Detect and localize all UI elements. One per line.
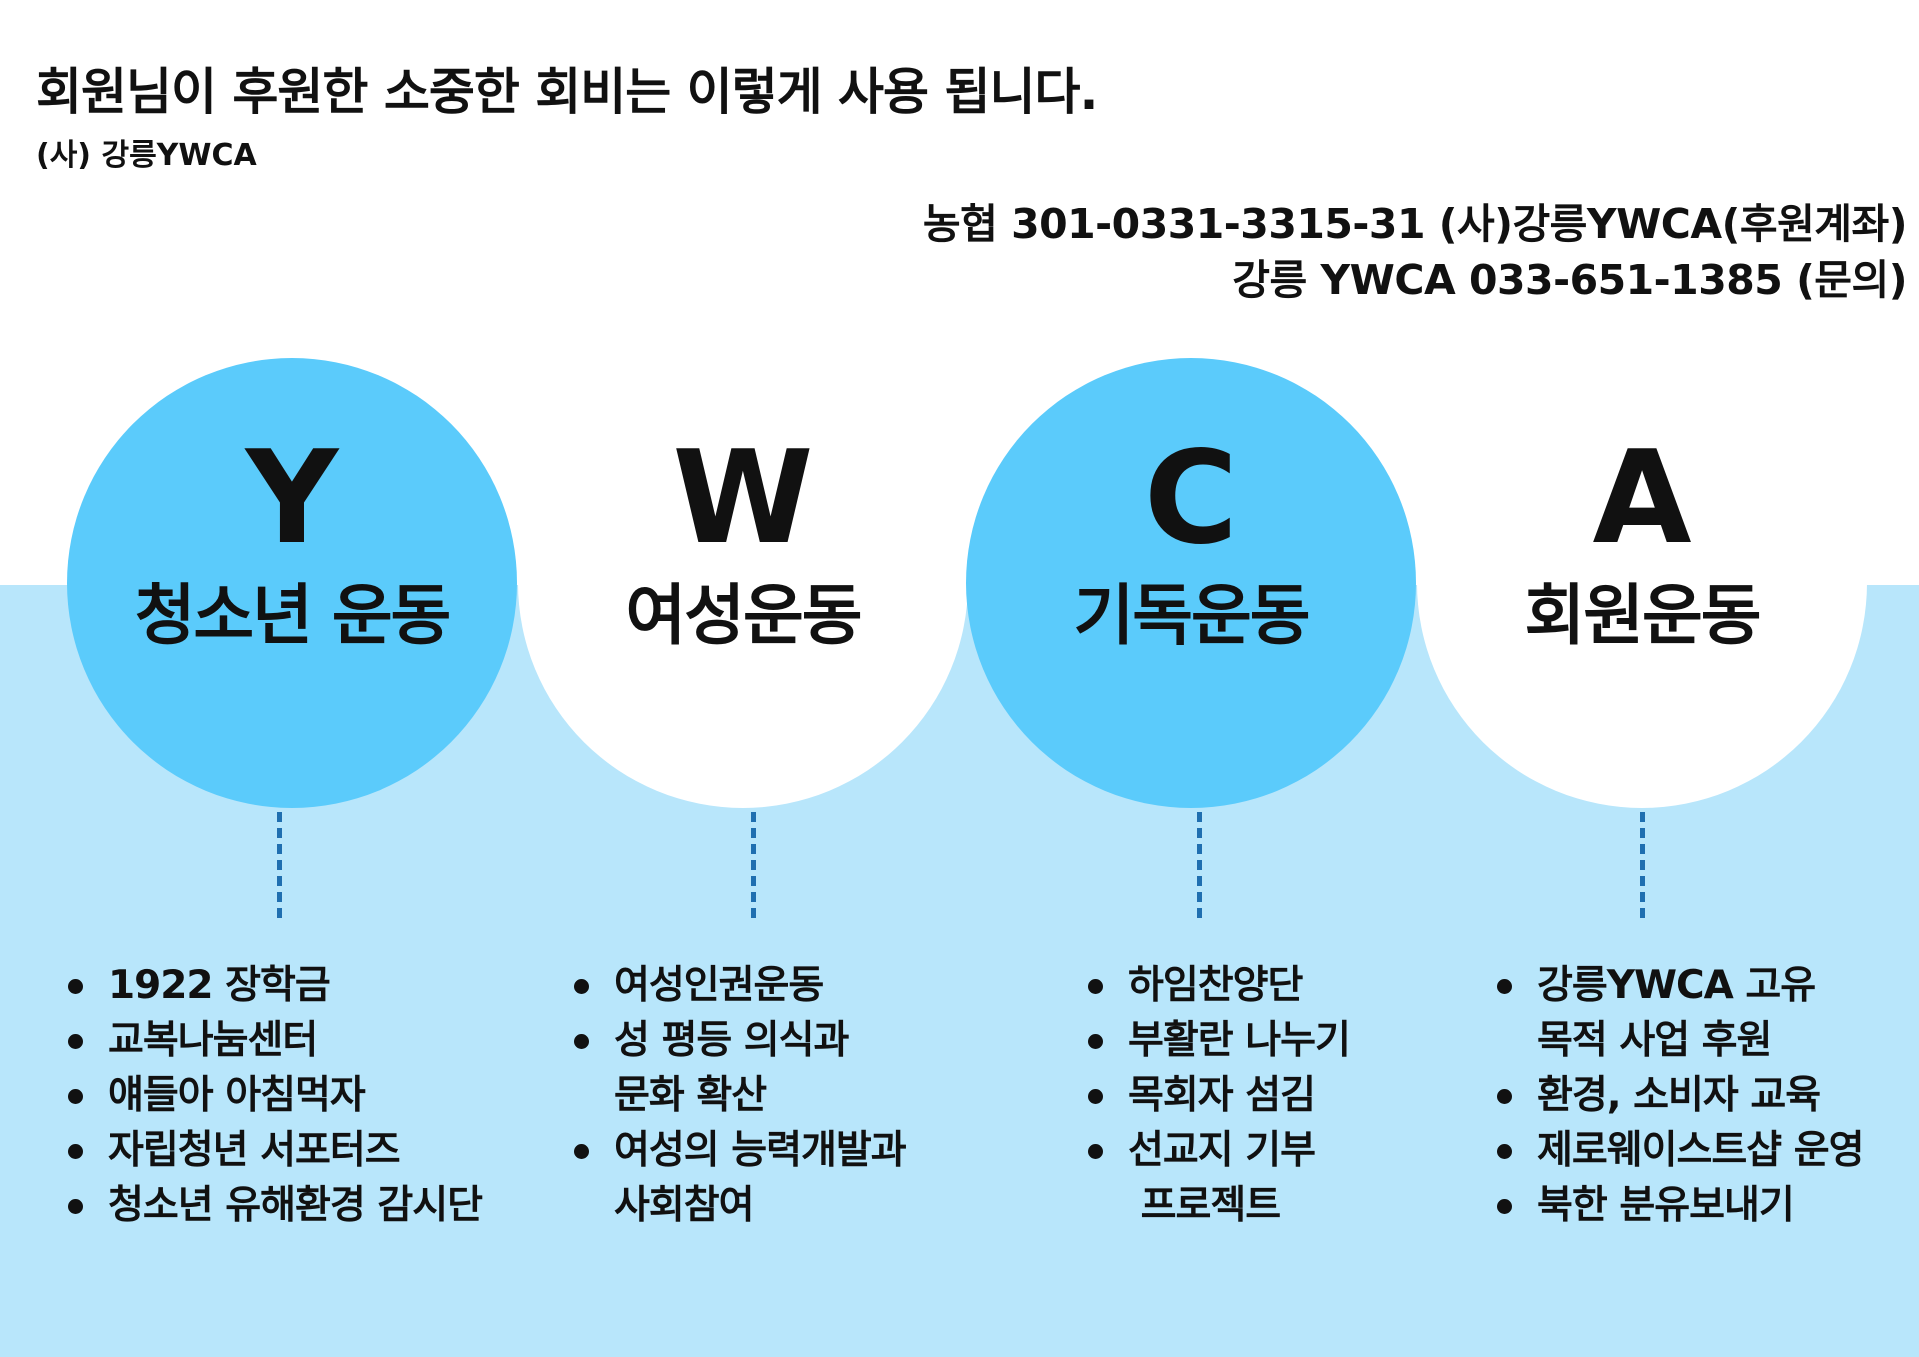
connector-dash-member: [1640, 812, 1645, 918]
phone-inquiry-line: 강릉 YWCA 033-651-1385 (문의): [1232, 256, 1907, 304]
label-youth-movement: 청소년 운동: [134, 577, 452, 654]
connector-dash-christian: [1197, 812, 1202, 918]
list-item: 성 평등 의식과: [566, 1013, 906, 1068]
list-item: 자립청년 서포터즈: [60, 1123, 482, 1178]
letter-w: W: [672, 424, 814, 573]
organization-name: (사) 강릉YWCA: [36, 138, 257, 173]
circle-youth-movement: Y 청소년 운동: [67, 358, 517, 808]
label-member-movement: 회원운동: [1524, 577, 1762, 654]
list-item: 제로웨이스트샵 운영: [1489, 1123, 1864, 1178]
list-item: 목회자 섬김: [1080, 1068, 1350, 1123]
circle-women-movement: W 여성운동: [518, 358, 968, 808]
connector-dash-women: [751, 812, 756, 918]
list-item: 북한 분유보내기: [1489, 1178, 1864, 1233]
letter-a: A: [1592, 424, 1692, 573]
label-women-movement: 여성운동: [625, 577, 863, 654]
list-youth-movement: 1922 장학금 교복나눔센터 얘들아 아침먹자 자립청년 서포터즈 청소년 유…: [60, 958, 483, 1233]
list-item: 교복나눔센터: [60, 1013, 482, 1068]
list-item: 얘들아 아침먹자: [60, 1068, 482, 1123]
circle-christian-movement: C 기독운동: [966, 358, 1416, 808]
list-item: 청소년 유해환경 감시단: [60, 1178, 483, 1233]
list-christian-movement: 하임찬양단 부활란 나누기 목회자 섬김 선교지 기부 프로젝트: [1080, 958, 1351, 1233]
list-item-continuation: 문화 확산: [614, 1073, 767, 1118]
list-item-continuation: 목적 사업 후원: [1537, 1018, 1772, 1063]
label-christian-movement: 기독운동: [1073, 577, 1311, 654]
list-item: 선교지 기부: [1080, 1123, 1350, 1178]
page-title: 회원님이 후원한 소중한 회비는 이렇게 사용 됩니다.: [36, 63, 1098, 121]
contact-info: 농협 301-0331-3315-31 (사)강릉YWCA(후원계좌) 강릉 Y…: [922, 196, 1908, 308]
circle-member-movement: A 회원운동: [1417, 358, 1867, 808]
list-member-movement: 강릉YWCA 고유 목적 사업 후원 환경, 소비자 교육 제로웨이스트샵 운영…: [1489, 958, 1864, 1233]
list-item: 1922 장학금: [60, 958, 482, 1013]
letter-y: Y: [245, 424, 339, 573]
list-item: 여성인권운동: [566, 958, 906, 1013]
list-item: 하임찬양단: [1080, 958, 1350, 1013]
connector-dash-youth: [277, 812, 282, 918]
list-item-continuation: 사회참여: [614, 1183, 755, 1228]
list-item: 부활란 나누기: [1080, 1013, 1351, 1068]
list-item: 강릉YWCA 고유: [1489, 958, 1864, 1013]
list-women-movement: 여성인권운동 성 평등 의식과 문화 확산 여성의 능력개발과 사회참여: [566, 958, 907, 1233]
letter-c: C: [1144, 424, 1238, 573]
list-item: 여성의 능력개발과: [566, 1123, 907, 1178]
bank-account-line: 농협 301-0331-3315-31 (사)강릉YWCA(후원계좌): [922, 200, 1908, 248]
list-item-continuation: 프로젝트: [1128, 1183, 1282, 1228]
list-item: 환경, 소비자 교육: [1489, 1068, 1864, 1123]
